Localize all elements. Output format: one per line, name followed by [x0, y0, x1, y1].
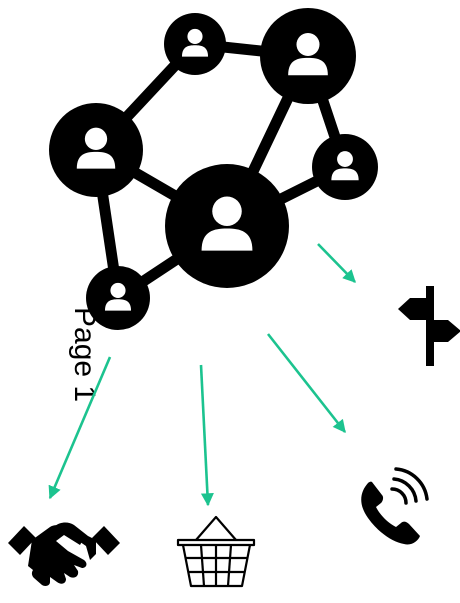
phone-call-icon — [361, 467, 429, 545]
person-node-center — [165, 164, 289, 288]
arrow-to-phone — [266, 333, 347, 434]
shopping-basket-icon — [176, 515, 256, 588]
handshake-icon — [8, 522, 120, 586]
person-node-bottom-left — [86, 266, 150, 330]
arrow-to-handshake — [48, 356, 112, 500]
arrow-to-basket — [199, 364, 214, 507]
person-node-top — [164, 13, 226, 75]
arrows — [48, 243, 356, 507]
person-node-left — [49, 103, 143, 197]
person-node-top-right — [260, 8, 356, 104]
person-node-right — [312, 134, 378, 200]
page-label: Page 1 — [68, 307, 101, 402]
arrow-to-signpost — [317, 243, 356, 283]
signpost-icon — [398, 286, 460, 366]
